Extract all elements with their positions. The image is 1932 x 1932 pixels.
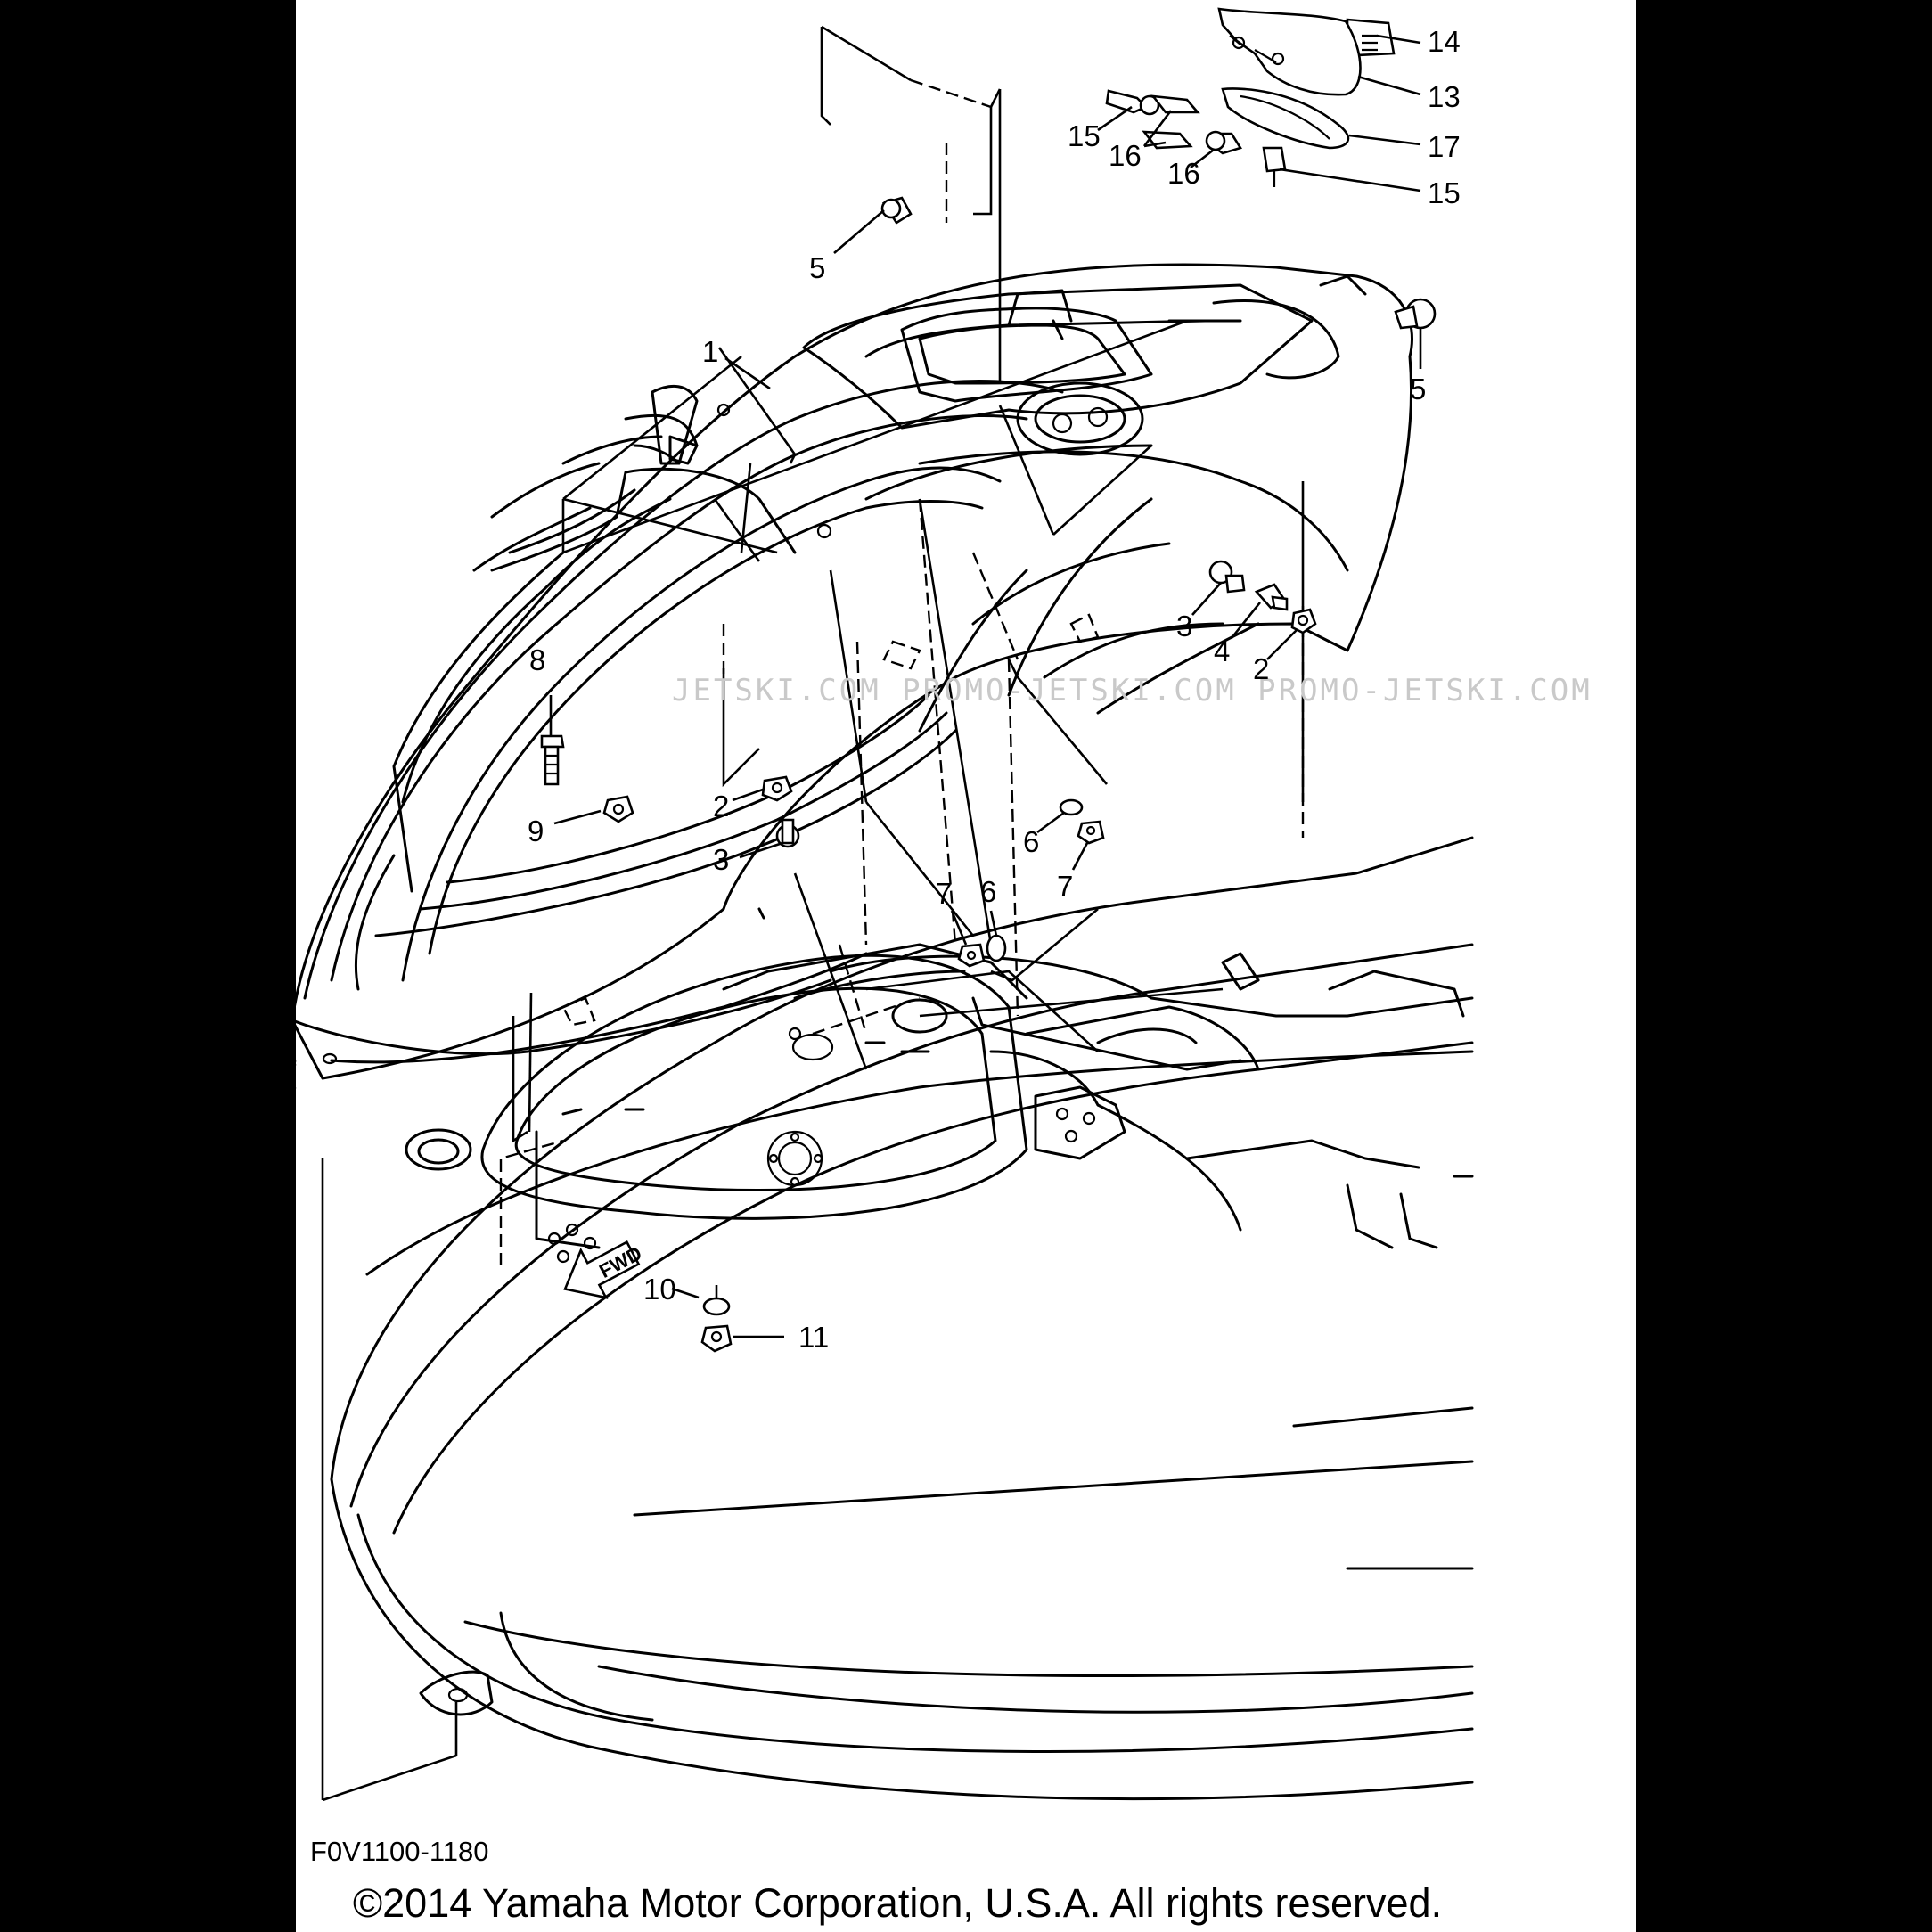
callout-8: 8 xyxy=(529,643,545,676)
callout-15-left: 15 xyxy=(1068,119,1101,152)
callout-4: 4 xyxy=(1214,634,1230,667)
exploded-parts-diagram: FWD JETSKI.COM PROMO-JETSKI.COM PROMO-JE… xyxy=(296,7,1592,1802)
hood-cover xyxy=(296,263,1413,1080)
callout-10: 10 xyxy=(643,1273,676,1306)
callout-7-lower: 7 xyxy=(936,877,952,910)
watermark: JETSKI.COM PROMO-JETSKI.COM PROMO-JETSKI… xyxy=(672,673,1592,708)
callout-6-lower: 6 xyxy=(980,875,996,908)
callout-13: 14 xyxy=(1428,25,1461,58)
callout-5-right: 5 xyxy=(1410,372,1426,405)
diagram-code: F0V1100-1180 xyxy=(310,1836,489,1867)
callout-17: 17 xyxy=(1428,130,1461,163)
copyright-notice: ©2014 Yamaha Motor Corporation, U.S.A. A… xyxy=(353,1880,1443,1926)
alignment-lines xyxy=(296,25,1305,1802)
hull-deck xyxy=(330,836,1474,1801)
diagram-sheet: FWD JETSKI.COM PROMO-JETSKI.COM PROMO-JE… xyxy=(296,0,1636,1932)
callout-16: 16 xyxy=(1109,139,1142,172)
callout-3-right: 3 xyxy=(1176,610,1192,643)
fasteners xyxy=(540,7,1437,1353)
callout-2-right: 2 xyxy=(1253,652,1269,685)
callout-15-right: 16 xyxy=(1167,157,1200,190)
callout-1: 1 xyxy=(702,335,718,368)
callout-7-upper: 7 xyxy=(1057,870,1073,903)
callout-leaders xyxy=(549,34,1422,1338)
callout-3-left: 3 xyxy=(713,843,729,876)
callout-5-upper: 5 xyxy=(809,251,825,284)
callout-12: 13 xyxy=(1428,80,1461,113)
callout-2-left: 2 xyxy=(713,790,729,823)
callout-11: 11 xyxy=(798,1321,829,1354)
callout-6-upper: 6 xyxy=(1023,825,1039,858)
callout-14: 15 xyxy=(1428,176,1461,209)
callout-9: 9 xyxy=(528,815,544,847)
callout-labels: 14 13 17 15 15 16 16 5 5 1 3 4 2 8 9 2 3… xyxy=(528,25,1461,1354)
